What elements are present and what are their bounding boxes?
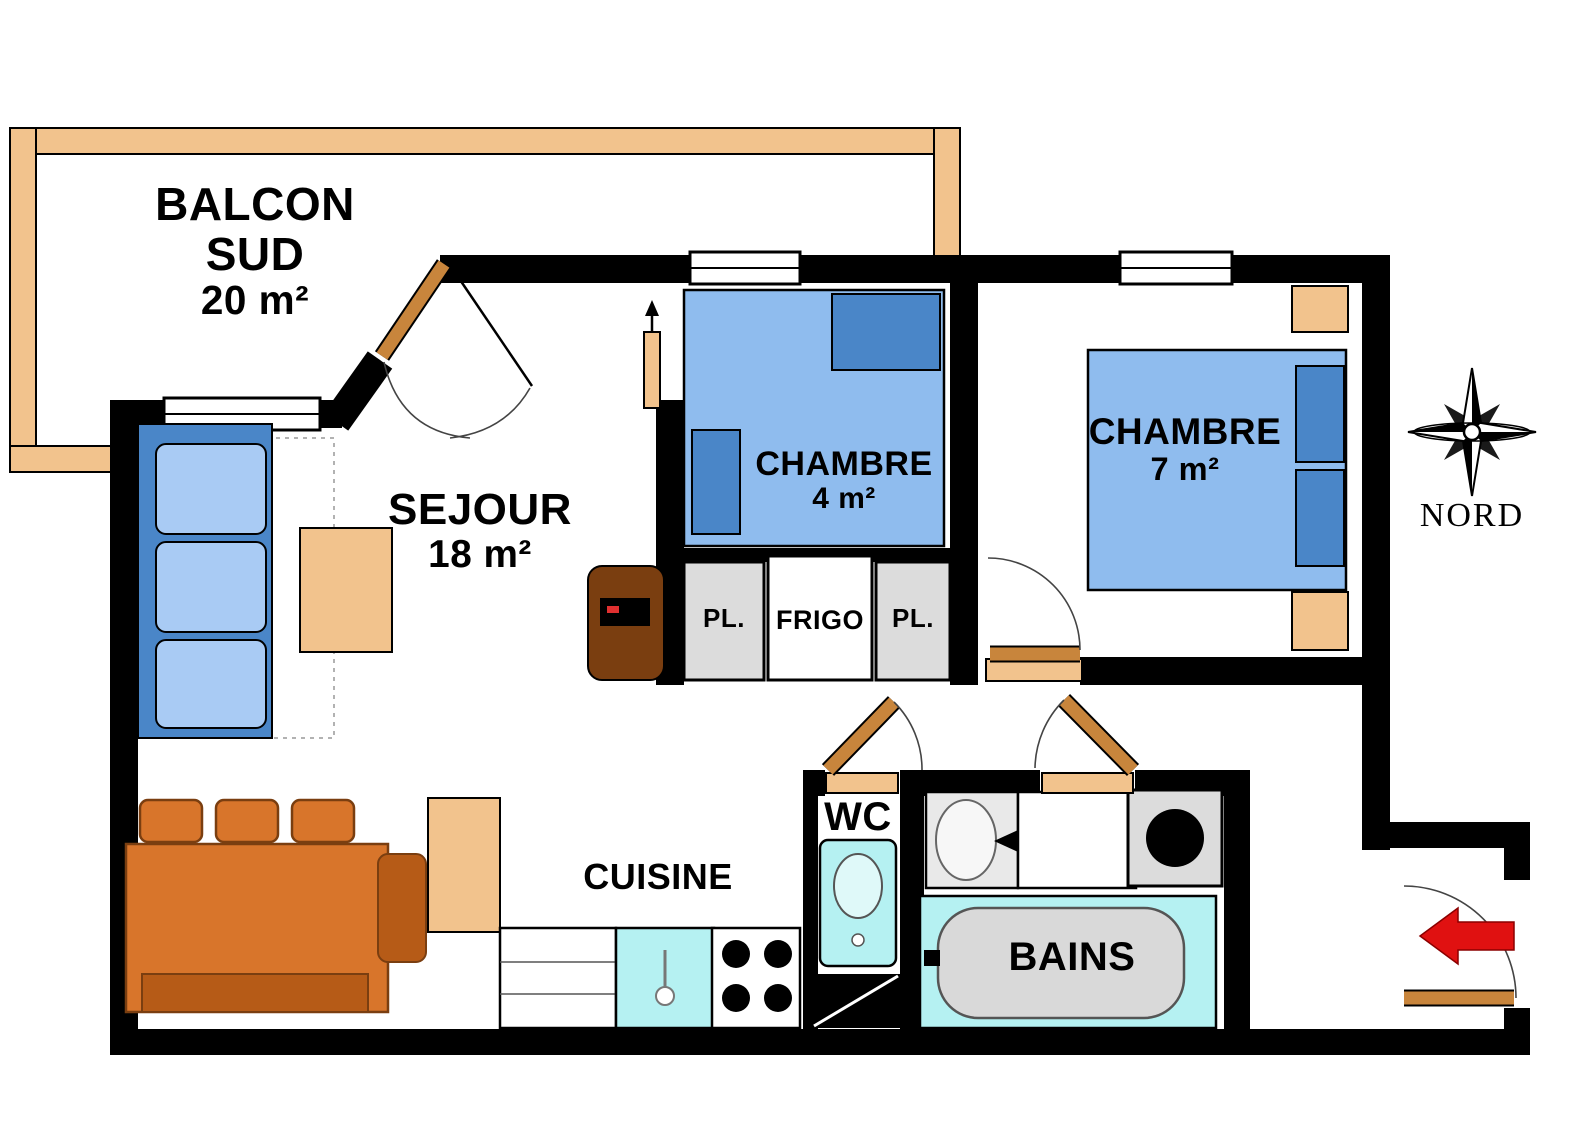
fridge-box — [766, 554, 874, 682]
windows — [162, 250, 1234, 432]
kitchen-counter-vertical — [427, 797, 501, 933]
chambre-grande-name: CHAMBRE — [1088, 411, 1282, 452]
balcon-label: BALCON SUD 20 m² — [90, 178, 420, 324]
cuisine-label: CUISINE — [583, 856, 733, 897]
small-bedroom-furniture — [682, 288, 946, 548]
dining-set — [124, 798, 427, 1014]
wc-label: WC — [824, 795, 892, 839]
dining-bench — [141, 973, 369, 1013]
compass-north-label: NORD — [1419, 497, 1525, 534]
dining-chair — [138, 798, 204, 844]
nightstand-top — [1291, 285, 1349, 333]
bains-label: BAINS — [1008, 935, 1136, 979]
pillow — [1295, 469, 1345, 567]
chambre-petite-label: CHAMBRE 4 m² — [738, 446, 950, 515]
sejour-name: SEJOUR — [388, 485, 572, 534]
chambre-petite-area: 4 m² — [812, 481, 876, 515]
bedside-unit — [691, 429, 741, 535]
closet-left-label: PL. — [703, 603, 745, 633]
balcon-name: BALCON — [155, 178, 355, 230]
large-bedroom-door — [987, 557, 1081, 663]
tv-unit — [587, 565, 665, 681]
bedroom-entry-arrow — [643, 300, 661, 409]
closet-left-box — [682, 560, 766, 682]
interior-walls — [656, 283, 1362, 1030]
sink-drain — [655, 986, 675, 1006]
tub-tap — [924, 950, 940, 966]
stove — [710, 926, 802, 1030]
diagonal-wall — [323, 351, 393, 431]
sofa — [137, 423, 273, 739]
kitchen — [427, 797, 802, 1030]
fridge-label: FRIGO — [776, 605, 864, 635]
nightstand-bottom — [1291, 591, 1349, 651]
tv-screen — [607, 606, 619, 613]
balcony-frame — [9, 127, 961, 473]
wc-door — [821, 696, 923, 776]
sejour-area: 18 m² — [428, 532, 532, 576]
balcony-door — [374, 259, 534, 439]
sejour-label: SEJOUR 18 m² — [368, 486, 592, 575]
entrance-arrow-icon — [1418, 906, 1515, 966]
balcon-orientation: SUD — [205, 227, 305, 280]
dining-chair-side — [377, 853, 427, 963]
chambre-grande-area: 7 m² — [1150, 450, 1220, 487]
closet-right-label: PL. — [892, 603, 934, 633]
closet-right-box — [874, 560, 952, 682]
arrow-up-icon — [645, 300, 659, 316]
chambre-petite-name: CHAMBRE — [755, 445, 933, 483]
balcon-area: 20 m² — [200, 277, 310, 324]
wc-fixtures — [812, 838, 900, 1028]
dining-chair — [214, 798, 280, 844]
compass-rose-icon — [1407, 367, 1537, 497]
kitchen-drawers — [498, 926, 618, 1030]
chambre-grande-label: CHAMBRE 7 m² — [1070, 412, 1300, 487]
kitchen-sink — [614, 926, 716, 1030]
door-thresholds — [825, 658, 1134, 794]
storage-boxes — [682, 554, 952, 682]
washbasin — [935, 799, 997, 881]
basin-tap — [994, 830, 1018, 852]
large-bedroom-furniture — [1086, 285, 1349, 651]
bathroom-fixtures — [918, 788, 1224, 1030]
bathroom-door — [1034, 694, 1140, 776]
pillow — [831, 293, 941, 371]
dining-chair — [290, 798, 356, 844]
entrance-door — [1403, 885, 1517, 1007]
bathroom-counter — [1016, 790, 1138, 890]
coffee-table — [299, 527, 393, 653]
pillow — [1295, 365, 1345, 463]
